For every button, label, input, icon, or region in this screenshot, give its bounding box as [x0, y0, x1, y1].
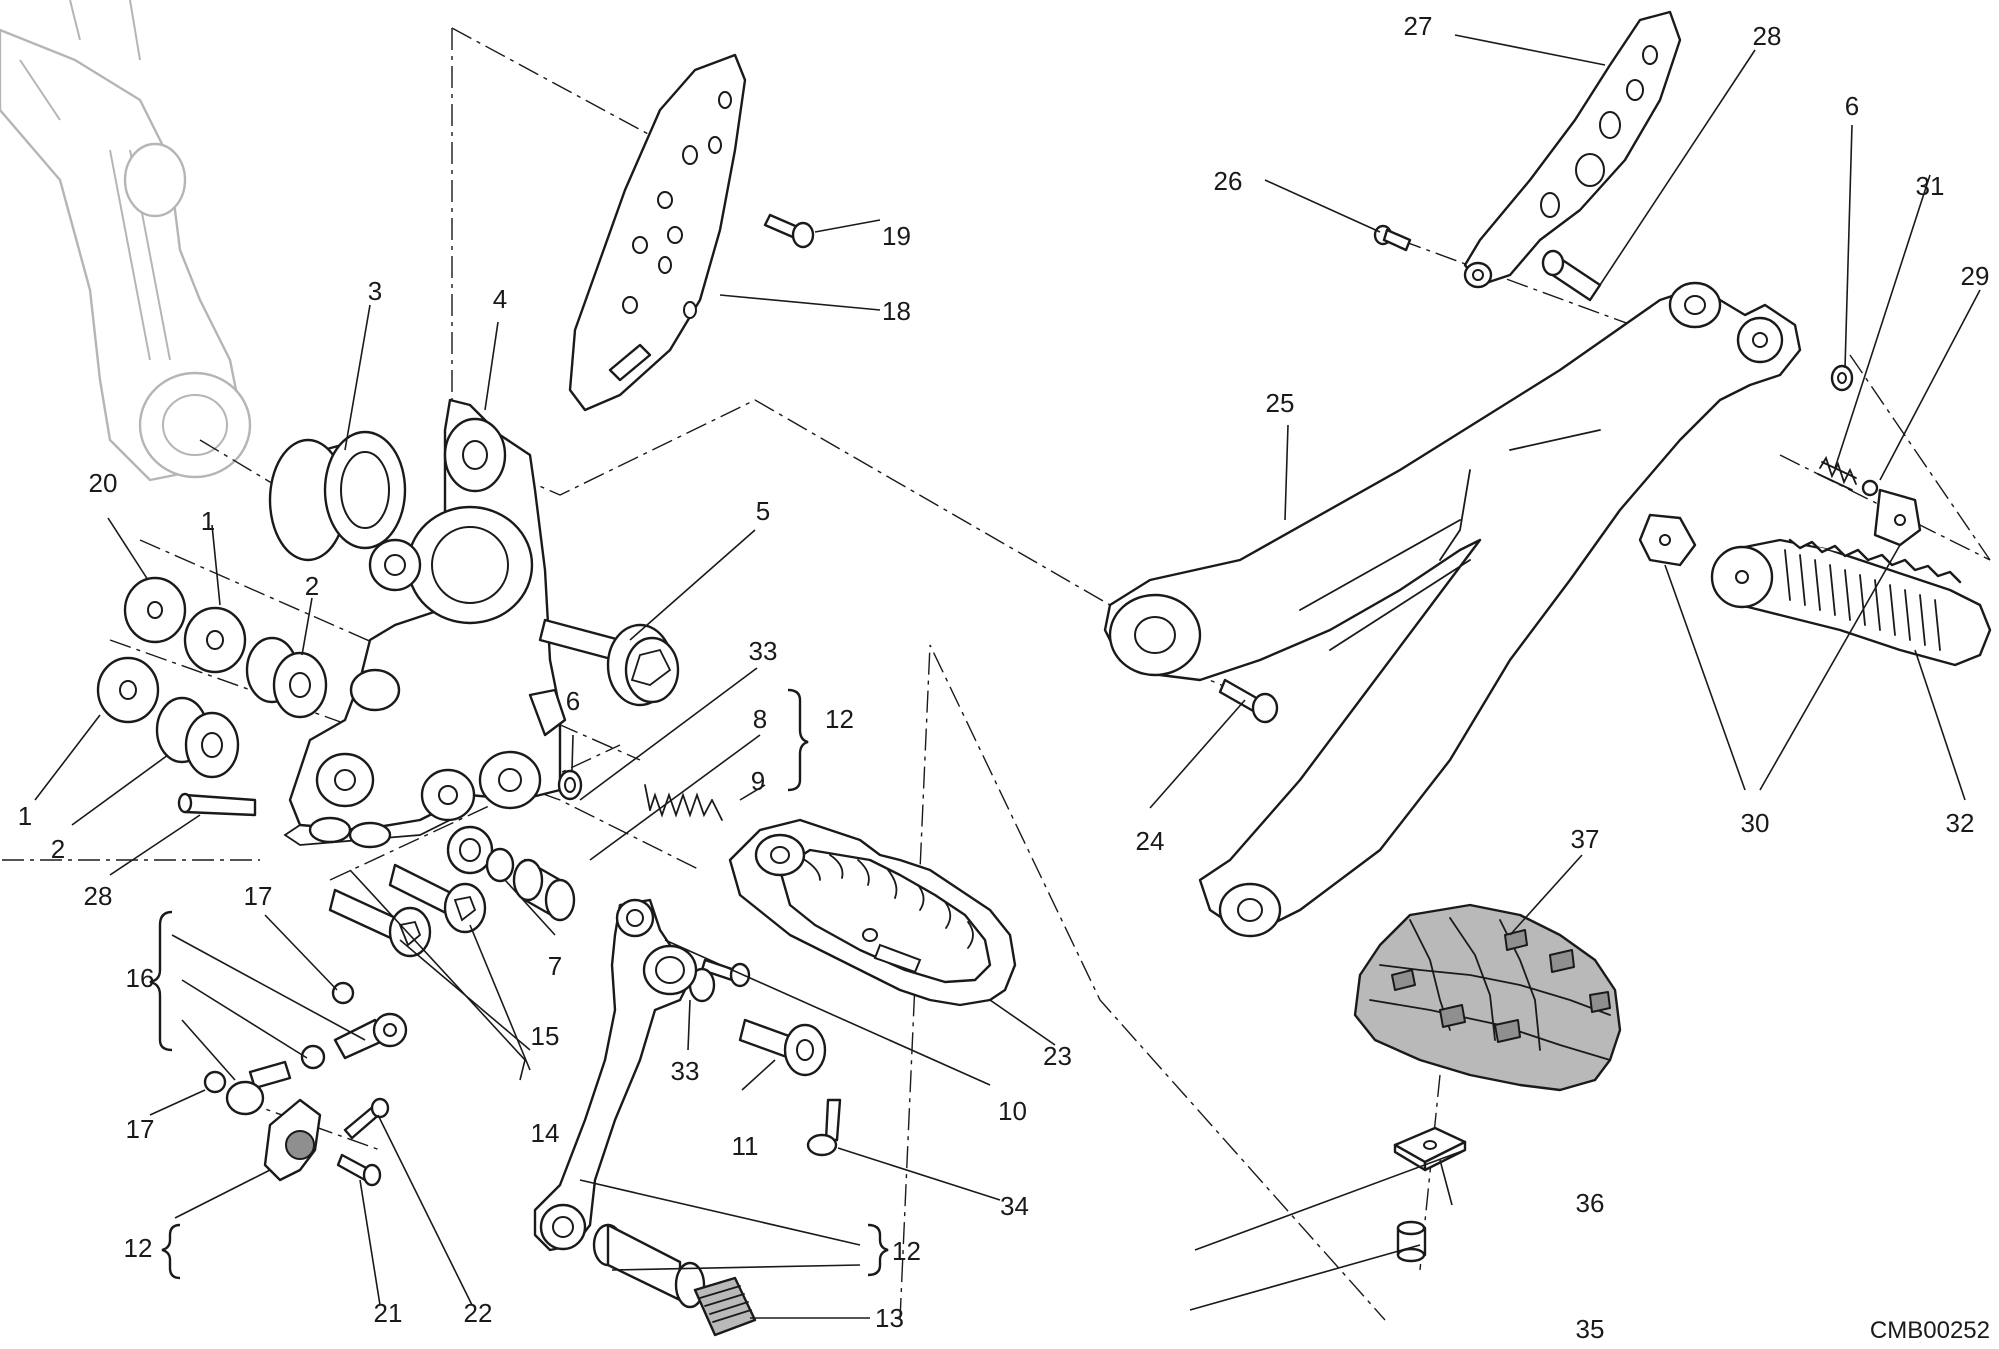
part-35-spacer	[1396, 1220, 1427, 1263]
part-4-bracket	[283, 398, 567, 849]
part-28-pin-right	[1541, 249, 1602, 302]
callout-22: 22	[464, 1298, 493, 1328]
callout-12-left: 12	[124, 1233, 153, 1263]
part-30-plate-right	[1873, 488, 1922, 547]
callout-36: 36	[1576, 1188, 1605, 1218]
callout-25: 25	[1266, 388, 1295, 418]
callout-27: 27	[1404, 11, 1433, 41]
frame-outline	[0, 0, 252, 482]
callout-8: 8	[753, 704, 767, 734]
part-12-pedal-pin	[592, 1223, 706, 1309]
part-24-bolt	[1218, 678, 1279, 724]
part-3-bushing	[268, 430, 407, 562]
callout-33-upper: 33	[749, 636, 778, 666]
callout-17-lower: 17	[126, 1114, 155, 1144]
part-26-screw	[1373, 224, 1412, 252]
callout-3: 3	[368, 276, 382, 306]
callout-28-right: 28	[1753, 21, 1782, 51]
callout-labels: 3 4 5 20 1 2 1 2 28 6 33 8 12 9 7 19 18 …	[18, 11, 1990, 1344]
callout-2-upper: 2	[305, 571, 319, 601]
part-6-circlip-right	[1830, 364, 1854, 392]
callout-31: 31	[1916, 171, 1945, 201]
part-2-bushing-lower	[155, 696, 240, 779]
part-22-screw	[343, 1097, 390, 1140]
callout-30: 30	[1741, 808, 1770, 838]
part-12-linkage-bracket	[263, 1098, 322, 1182]
part-11-pin-bolt	[738, 1018, 827, 1077]
callout-2-lower: 2	[51, 834, 65, 864]
callout-6-left: 6	[566, 686, 580, 716]
part-2-bushing-upper	[245, 636, 328, 719]
callout-28-left: 28	[84, 881, 113, 911]
callout-29: 29	[1961, 261, 1990, 291]
callout-5: 5	[756, 496, 770, 526]
part-29-ball	[1861, 479, 1879, 497]
callout-34: 34	[1000, 1191, 1029, 1221]
callout-1-upper: 1	[201, 506, 215, 536]
part-13-pedal-rubber	[693, 1276, 757, 1337]
callout-35: 35	[1576, 1314, 1605, 1344]
part-25-hanger-arm	[1103, 281, 1802, 938]
callout-21: 21	[374, 1298, 403, 1328]
callout-12-bottom: 12	[892, 1236, 921, 1266]
part-8-spacer	[512, 858, 576, 922]
part-23-footpeg	[728, 818, 1017, 1007]
part-10-screw	[700, 958, 751, 988]
part-19-screw	[763, 213, 815, 249]
part-1-washer-lower	[96, 656, 160, 724]
part-21-screw	[336, 1153, 382, 1187]
callout-20: 20	[89, 468, 118, 498]
callout-4: 4	[493, 284, 507, 314]
part-12-pedal-lever	[533, 898, 698, 1252]
part-14-bolt	[328, 888, 432, 958]
callout-10: 10	[998, 1096, 1027, 1126]
part-16-linkage-rod	[203, 981, 408, 1116]
part-9-spring	[644, 784, 723, 821]
part-37-rubber-insert	[1353, 903, 1622, 1092]
callout-16: 16	[126, 963, 155, 993]
part-18-heel-guard	[568, 53, 747, 412]
callout-15: 15	[531, 1021, 560, 1051]
part-20-washer	[123, 576, 187, 644]
callout-9: 9	[751, 766, 765, 796]
part-27-heel-guard	[1463, 10, 1682, 289]
callout-32: 32	[1946, 808, 1975, 838]
grouping-braces	[149, 688, 889, 1280]
callout-13: 13	[875, 1303, 904, 1333]
callout-1-lower: 1	[18, 801, 32, 831]
callout-19: 19	[882, 221, 911, 251]
callout-7: 7	[548, 951, 562, 981]
part-1-washer-upper	[183, 606, 247, 674]
part-30-plate-left	[1638, 513, 1697, 567]
part-5-pin	[538, 618, 680, 707]
leader-lines	[34, 34, 1981, 1319]
part-34-screw	[806, 1098, 842, 1157]
part-36-square-nut	[1393, 1126, 1467, 1172]
callout-24: 24	[1136, 826, 1165, 856]
callout-6-right: 6	[1845, 91, 1859, 121]
part-32-passenger-peg	[1710, 538, 1992, 667]
part-31-spring	[1817, 455, 1857, 491]
callout-12-top: 12	[825, 704, 854, 734]
callout-33-lower: 33	[671, 1056, 700, 1086]
part-28-pin-left	[177, 792, 257, 817]
callout-14: 14	[531, 1118, 560, 1148]
callout-17-upper: 17	[244, 881, 273, 911]
callout-26: 26	[1214, 166, 1243, 196]
part-33-ring-upper	[485, 847, 515, 883]
part-7-washer	[446, 825, 494, 875]
callout-23: 23	[1043, 1041, 1072, 1071]
callout-11: 11	[732, 1131, 759, 1161]
part-6-circlip-left	[557, 769, 583, 801]
drawing-code: CMB00252	[1870, 1317, 1990, 1344]
part-15-bolt	[388, 863, 487, 934]
callout-37: 37	[1571, 824, 1600, 854]
callout-18: 18	[882, 296, 911, 326]
